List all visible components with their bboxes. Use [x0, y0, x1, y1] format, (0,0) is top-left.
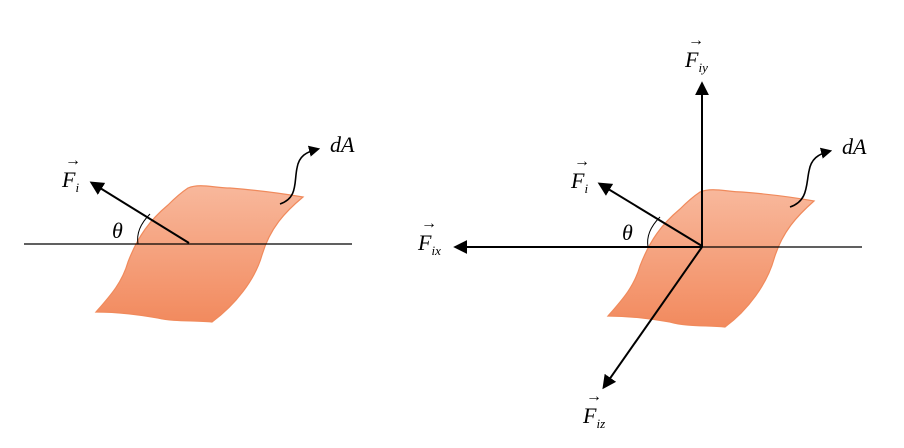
right-force-label-arrow: → — [574, 153, 590, 170]
right-area-label: dA — [842, 134, 867, 159]
left-force-arrow — [89, 181, 190, 244]
right-force-y-label: Fiy — [684, 47, 708, 75]
right-angle-label: θ — [622, 220, 633, 245]
right-force-label: Fi — [570, 168, 588, 196]
right-area-pointer — [789, 147, 833, 208]
right-force-x-label-arrow: → — [421, 215, 437, 232]
left-angle-arc — [137, 213, 151, 245]
right-force-y-label-arrow: → — [688, 32, 704, 49]
left-panel: → Fi θ dA — [24, 132, 355, 323]
right-force-z-label: Fiz — [582, 403, 605, 431]
left-area-label: dA — [330, 132, 355, 157]
right-force-arrow — [597, 182, 703, 247]
left-angle-label: θ — [112, 218, 123, 243]
right-force-x-label: Fix — [417, 230, 441, 258]
right-force-z-arrow — [602, 246, 703, 390]
right-panel: → Fi → Fix → Fiy → Fiz θ dA — [417, 32, 867, 431]
left-force-label: Fi — [61, 167, 79, 195]
left-force-label-arrow: → — [65, 152, 81, 169]
right-angle-arc — [647, 216, 661, 248]
right-surface-element — [606, 189, 816, 328]
left-surface-element — [94, 185, 305, 323]
left-area-pointer — [279, 145, 321, 205]
right-force-z-label-arrow: → — [586, 388, 602, 405]
